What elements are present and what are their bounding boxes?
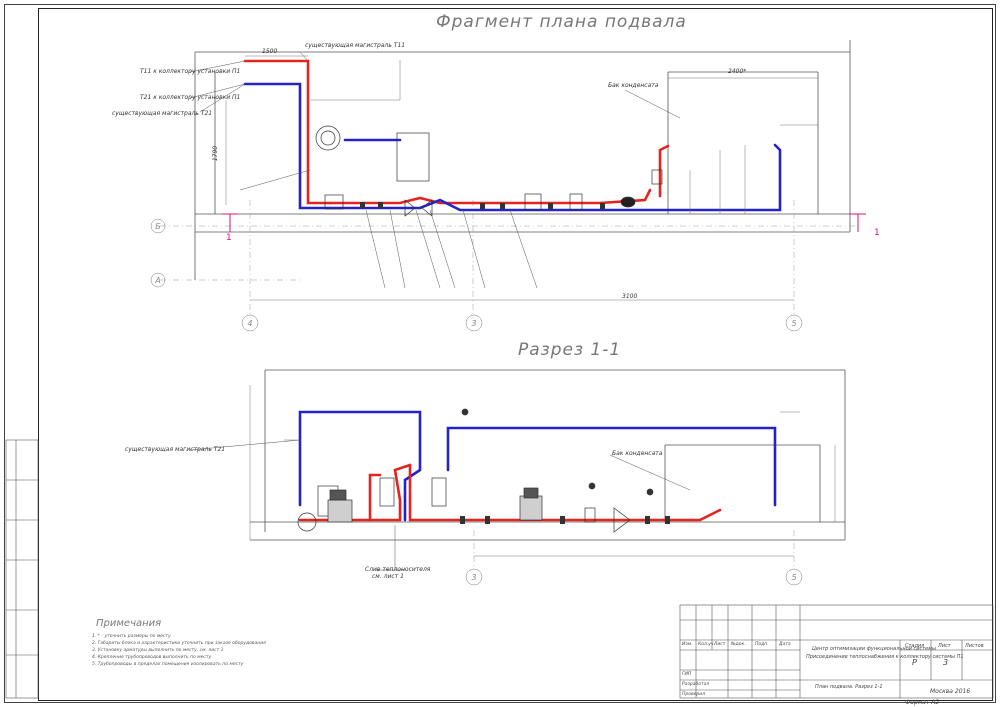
tb-header-kol: Кол.уч.	[698, 642, 716, 647]
section-label-tank: Бак конденсата	[612, 450, 663, 457]
tb-format: Формат А2	[905, 699, 940, 706]
tb-sheet-number: 3	[943, 658, 949, 667]
plan-view: Б А 4 3 5 1 1	[150, 40, 880, 332]
tb-role-checker: Проверил	[682, 692, 706, 697]
label-tank: Бак конденсата	[608, 82, 659, 89]
notes-heading: Примечания	[96, 618, 162, 629]
dim-2400: 2400*	[728, 68, 747, 75]
section-label-existing-t21: существующая магистраль Т21	[125, 446, 226, 453]
label-existing-t11: существующая магистраль Т11	[305, 42, 406, 49]
tb-header-izm: Изм.	[682, 642, 693, 647]
axis-label-b: Б	[155, 222, 161, 231]
tb-role-gip: ГИП	[682, 672, 692, 677]
dim-1790: 1790	[212, 145, 220, 162]
tb-header-date: Дата	[779, 642, 791, 647]
axis-label-a: А	[154, 276, 160, 285]
axis-label-3: 3	[471, 319, 476, 328]
section-label-drain-ref: см. лист 1	[372, 573, 404, 580]
tb-stage-value: Р	[912, 658, 917, 667]
axis-label-4: 4	[247, 319, 252, 328]
dim-1500: 1500	[262, 48, 278, 55]
axis-label-5: 5	[791, 319, 796, 328]
note-item: 2. Габариты блока и характеристики уточн…	[92, 641, 266, 646]
sheet-inner-border	[38, 8, 993, 701]
tb-stage-header: Стадия	[905, 643, 925, 649]
note-item: 5. Трубопроводы в пределах помещения изо…	[92, 662, 244, 667]
section-label-drain: Слив теплоносителя	[365, 566, 431, 573]
note-item: 3. Установку арматуры выполнить по месту…	[92, 648, 224, 653]
sheet-outer-border	[4, 4, 996, 703]
label-existing-t21: существующая магистраль Т21	[112, 110, 213, 117]
section-view: 3 5	[189, 369, 846, 586]
tb-sheet-header: Лист	[938, 643, 951, 649]
plan-title: Фрагмент плана подвала	[436, 12, 687, 32]
note-item: 4. Крепление трубопроводов выполнить по …	[92, 655, 212, 660]
section-mark-left: 1	[226, 233, 232, 243]
tb-header-doc: №док.	[731, 642, 746, 647]
label-t21-connect: Т21 к коллектору установки П1	[140, 94, 241, 101]
tb-project-2: Присоединение теплоснабжения к коллектор…	[806, 654, 964, 660]
title-block	[679, 604, 994, 699]
label-t11-connect: Т11 к коллектору установки П1	[140, 68, 241, 75]
section-axis-5: 5	[791, 573, 796, 582]
tb-project: Центр оптимизации функциональной системы	[812, 646, 936, 652]
left-margin-stamp	[5, 439, 39, 699]
tb-header-sign: Подп.	[755, 642, 769, 647]
tb-sheets-header: Листов	[965, 643, 984, 649]
tb-drawing-name: План подвала. Разрез 1-1	[815, 684, 883, 690]
tb-role-developer: Разработал	[682, 682, 710, 687]
dim-3100: 3100	[622, 293, 638, 300]
tb-header-list: Лист	[714, 642, 726, 647]
section-marker	[222, 213, 866, 232]
section-axis-3: 3	[471, 573, 476, 582]
tb-city-year: Москва 2016	[930, 688, 971, 695]
section-title: Разрез 1-1	[518, 340, 622, 360]
note-item: 1. * - уточнить размеры по месту	[92, 634, 171, 639]
section-mark-right: 1	[874, 228, 880, 238]
